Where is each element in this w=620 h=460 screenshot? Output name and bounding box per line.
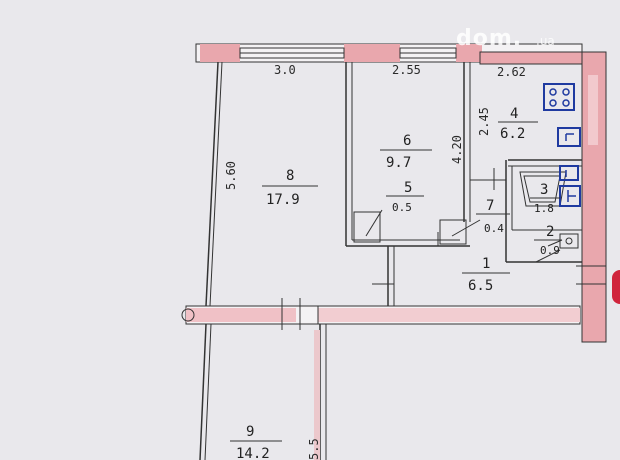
water-heater-icon [559,185,581,207]
room-number: 8 [286,168,294,184]
dim-room4-width: 2.62 [497,65,526,79]
room-number: 5 [404,180,412,196]
room-2-label: 2 0.9 [534,224,562,257]
room-area: 6.5 [468,278,493,294]
room-5-label: 5 0.5 [386,180,424,214]
room-number: 3 [540,182,548,198]
room-area: 0.5 [392,201,412,214]
stove-icon [543,83,575,111]
room-3-label: 3 1.8 [530,182,560,215]
interior-walls [345,62,606,306]
room-9-label: 9 14.2 [230,424,282,460]
top-wall [195,43,583,65]
left-wall [199,61,223,460]
leader-lines [365,209,563,263]
watermark-logo: dom. [456,26,523,51]
room-1-label: 1 6.5 [462,256,510,294]
room-8-label: 8 17.9 [262,168,318,208]
dim-room8-width: 3.0 [274,63,296,77]
dim-room6-height: 4.20 [450,135,464,164]
dim-room4-height: 2.45 [477,107,491,136]
lower-wall [181,298,581,330]
room-area: 17.9 [266,192,300,208]
room-area: 14.2 [236,446,270,460]
room-number: 7 [486,198,494,214]
edge-marker [612,270,620,304]
room-4-label: 4 6.2 [498,106,538,142]
room9-walls [314,324,327,460]
room-number: 4 [510,106,518,122]
toilet-icon [559,233,579,249]
room-area: 1.8 [534,202,554,215]
dim-room8-height: 5.60 [224,161,238,190]
dim-room9-height: 5.5 [307,438,321,460]
room-number: 6 [403,133,411,149]
kitchen-sink-icon [557,127,581,147]
room-area: 9.7 [386,155,411,171]
dim-room6-width: 2.55 [392,63,421,77]
bathroom-sink-icon [559,165,579,181]
room-area: 0.4 [484,222,504,235]
room-area: 6.2 [500,126,525,142]
room-number: 2 [546,224,554,240]
right-wall [581,51,607,343]
room-area: 0.9 [540,244,560,257]
room-7-label: 7 0.4 [476,198,510,235]
room-number: 1 [482,256,490,272]
room-6-label: 6 9.7 [380,133,432,171]
watermark-domain: .ua [536,34,555,48]
room-number: 9 [246,424,254,440]
